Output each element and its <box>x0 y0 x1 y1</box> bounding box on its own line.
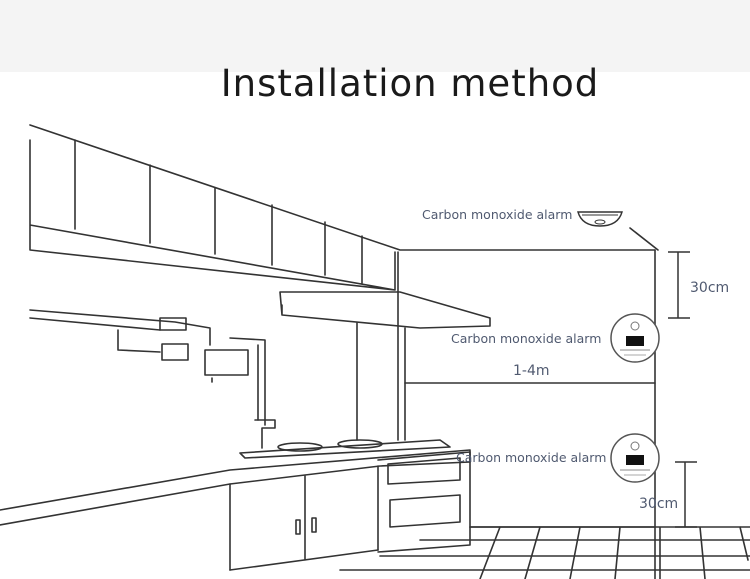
door-handle-right <box>311 517 317 533</box>
wall-pipe <box>29 309 211 346</box>
counter-front <box>229 465 379 571</box>
wall-alarm-upper-label: Carbon monoxide alarm <box>451 331 601 346</box>
ceiling-line-upper <box>29 124 656 251</box>
door-handle-left <box>295 519 301 535</box>
ceiling-alarm-label: Carbon monoxide alarm <box>422 207 572 222</box>
hood-chimney <box>356 322 406 441</box>
page-title: Installation method <box>220 62 600 105</box>
ceiling-right-diagonal <box>629 227 659 251</box>
burner-right <box>337 439 383 449</box>
dim-top-label: 30cm <box>690 280 729 296</box>
counter-top <box>0 449 471 526</box>
dim-bottom-line <box>675 461 697 528</box>
stove-top <box>239 439 451 459</box>
top-band <box>0 0 750 72</box>
dim-distance-label: 1-4m <box>513 363 550 379</box>
wall-alarm-lower-label: Carbon monoxide alarm <box>456 450 606 465</box>
drawers <box>377 451 471 553</box>
pipe-bracket <box>117 329 161 353</box>
lower-cabinet-doors <box>229 475 379 571</box>
wall-alarm-upper-icon <box>610 313 660 363</box>
water-heater-pipes <box>204 337 266 426</box>
gas-valve <box>159 317 187 331</box>
dim-bottom-label: 30cm <box>639 496 678 512</box>
ceiling-alarm-icon <box>577 211 623 227</box>
dim-top-line <box>668 251 690 319</box>
wall-alarm-lower-icon <box>610 433 660 483</box>
range-hood <box>279 291 491 329</box>
faucet <box>254 419 276 449</box>
burner-left <box>277 442 323 452</box>
upper-cabinets <box>29 139 396 291</box>
floor-lines <box>339 526 750 579</box>
wall-socket <box>161 343 189 361</box>
